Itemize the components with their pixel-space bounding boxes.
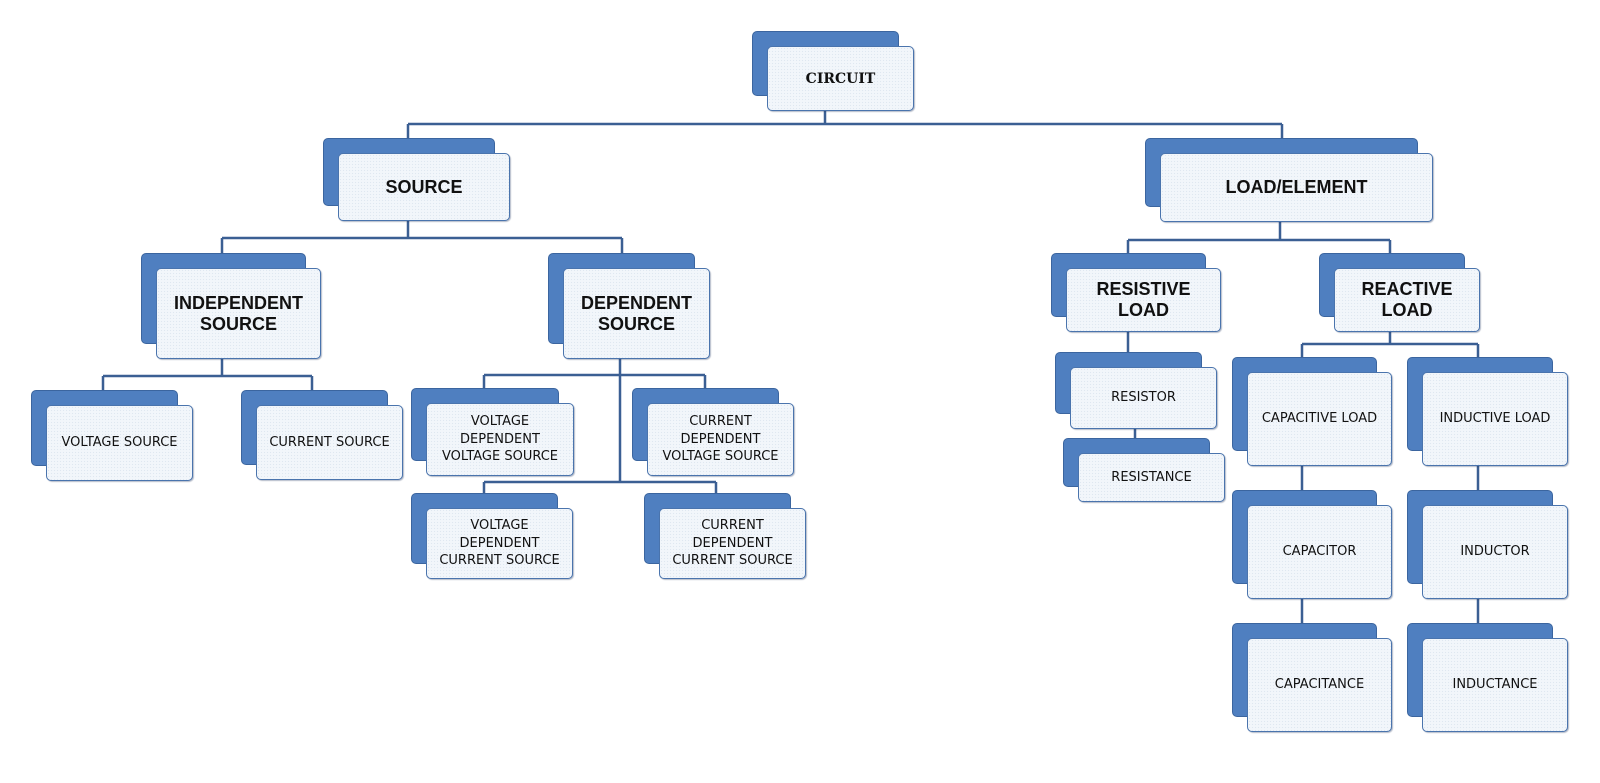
node-resistance: RESISTANCE <box>1063 438 1225 502</box>
node-load-element: LOAD/ELEMENT <box>1145 138 1433 222</box>
connector-dependent <box>482 358 718 495</box>
node-label: SOURCE <box>385 176 463 197</box>
node-label: CIRCUIT <box>805 70 876 87</box>
connector-independent <box>101 358 314 392</box>
node-capacitance: CAPACITANCE <box>1232 623 1392 732</box>
node-voltage-dependent-voltage-source: VOLTAGE DEPENDENT VOLTAGE SOURCE <box>411 388 574 476</box>
node-capacitive-load: CAPACITIVE LOAD <box>1232 357 1392 466</box>
node-inductance: INDUCTANCE <box>1407 623 1568 732</box>
node-label: DEPENDENT SOURCE <box>580 292 692 334</box>
node-label: INDEPENDENT SOURCE <box>173 292 303 334</box>
node-label: CAPACITANCE <box>1274 677 1365 693</box>
node-inductive-load: INDUCTIVE LOAD <box>1407 357 1568 466</box>
node-label: CAPACITOR <box>1282 544 1357 560</box>
node-voltage-dependent-current-source: VOLTAGE DEPENDENT CURRENT SOURCE <box>411 493 573 579</box>
node-label: RESISTANCE <box>1111 469 1192 485</box>
node-label: CURRENT DEPENDENT VOLTAGE SOURCE <box>662 414 779 465</box>
node-label: INDUCTOR <box>1460 544 1530 560</box>
node-label: LOAD/ELEMENT <box>1225 177 1368 198</box>
connector-source <box>220 220 624 255</box>
connector-circuit <box>406 110 1284 140</box>
node-voltage-source: VOLTAGE SOURCE <box>31 390 193 481</box>
node-independent-source: INDEPENDENT SOURCE <box>141 253 321 359</box>
node-capacitor: CAPACITOR <box>1232 490 1392 599</box>
node-source: SOURCE <box>323 138 510 221</box>
connector-load <box>1126 220 1392 256</box>
connector-reactive <box>1300 332 1480 358</box>
node-label: VOLTAGE SOURCE <box>61 435 178 451</box>
node-label: VOLTAGE DEPENDENT VOLTAGE SOURCE <box>441 414 559 465</box>
node-label: RESISTOR <box>1111 390 1176 406</box>
node-label: VOLTAGE DEPENDENT CURRENT SOURCE <box>439 518 560 569</box>
node-label: INDUCTIVE LOAD <box>1439 411 1551 427</box>
node-reactive-load: REACTIVE LOAD <box>1319 253 1480 332</box>
node-circuit: CIRCUIT <box>752 31 914 111</box>
node-current-dependent-current-source: CURRENT DEPENDENT CURRENT SOURCE <box>644 493 806 579</box>
node-label: CURRENT DEPENDENT CURRENT SOURCE <box>672 518 793 569</box>
node-label: RESISTIVE LOAD <box>1096 279 1191 320</box>
node-inductor: INDUCTOR <box>1407 490 1568 599</box>
node-dependent-source: DEPENDENT SOURCE <box>548 253 710 359</box>
node-label: INDUCTANCE <box>1452 677 1538 693</box>
node-label: CURRENT SOURCE <box>269 434 390 450</box>
node-resistive-load: RESISTIVE LOAD <box>1051 253 1221 332</box>
node-label: REACTIVE LOAD <box>1361 279 1453 320</box>
node-current-source: CURRENT SOURCE <box>241 390 403 480</box>
node-current-dependent-voltage-source: CURRENT DEPENDENT VOLTAGE SOURCE <box>632 388 794 476</box>
node-resistor: RESISTOR <box>1055 352 1217 429</box>
node-label: CAPACITIVE LOAD <box>1261 411 1378 427</box>
